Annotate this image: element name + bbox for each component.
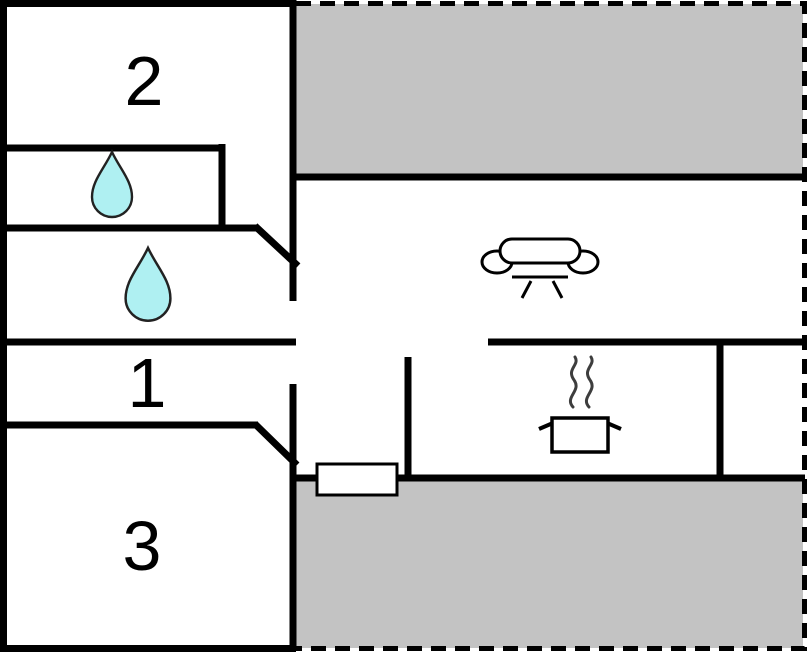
terrace-bottom <box>296 481 803 648</box>
sofa-leg-right <box>551 280 564 299</box>
cooking-pot-icon <box>538 355 622 454</box>
sofa-back <box>498 237 582 265</box>
room-label-2: 2 <box>125 42 164 120</box>
room-label-1: 1 <box>128 344 167 422</box>
water-drop-shape <box>90 149 134 219</box>
terrace-door <box>315 462 399 497</box>
sofa-leg-left <box>520 280 533 299</box>
pot-body <box>550 416 610 454</box>
water-drop-icon <box>90 149 134 219</box>
steam-line <box>568 355 578 409</box>
room-label-3: 3 <box>123 507 162 585</box>
sofa-icon <box>480 237 600 299</box>
water-drop-icon <box>124 245 172 322</box>
terrace-top <box>296 4 803 174</box>
wall-diagonal-lower <box>252 421 300 468</box>
steam-line <box>584 355 594 409</box>
terrace-dashed-border <box>296 1 807 651</box>
water-drop-shape <box>124 245 172 322</box>
outer-wall <box>0 0 296 652</box>
